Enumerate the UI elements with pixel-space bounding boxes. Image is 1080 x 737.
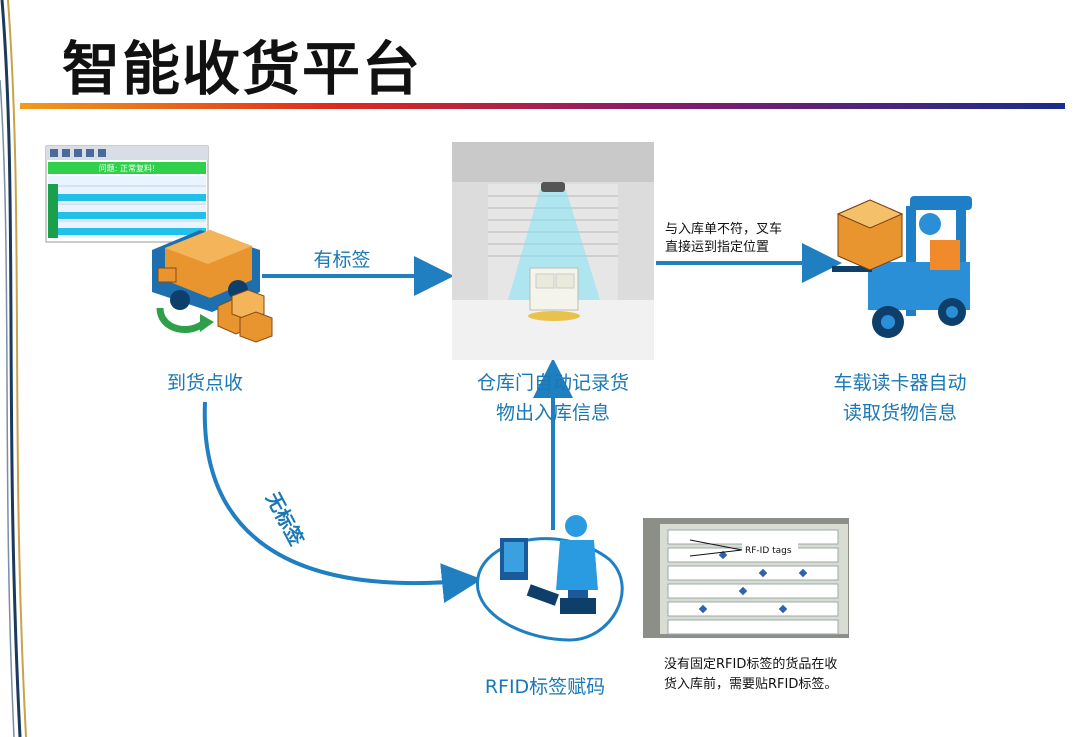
node-label-forklift-1: 车载读卡器自动 [833, 372, 967, 394]
forklift-icon [832, 196, 972, 338]
page-title: 智能收货平台 [62, 35, 423, 103]
cargo-boxes-icon [217, 289, 273, 343]
rfid-tags-photo: RF-ID tags [643, 518, 849, 638]
node-label-arrival: 到货点收 [166, 372, 243, 394]
title-divider [20, 103, 1065, 109]
node-label-forklift-2: 读取货物信息 [842, 402, 957, 424]
edge-label-with-tag: 有标签 [313, 249, 370, 271]
unload-arrow-icon [156, 307, 214, 333]
node-label-rfid: RFID标签赋码 [484, 676, 606, 698]
delivery-truck-icon [152, 230, 260, 312]
screen-banner: 问题: 正常复料! [99, 163, 155, 173]
rfid-workstation-icon [476, 515, 624, 642]
node-label-gate-2: 物出入库信息 [495, 402, 610, 424]
warehouse-gate-photo [452, 142, 654, 360]
decorative-swoosh [0, 0, 27, 737]
photo-tag-label: RF-ID tags [745, 546, 792, 556]
node-label-gate-1: 仓库门自动记录货 [476, 372, 629, 394]
edge-label-mismatch-2: 直接运到指定位置 [665, 239, 769, 255]
rfid-note-2: 货入库前，需要贴RFID标签。 [664, 677, 838, 692]
edge-label-without-tag: 无标签 [261, 488, 309, 550]
rfid-note-1: 没有固定RFID标签的货品在收 [664, 657, 838, 672]
inventory-screen: 问题: 正常复料! [45, 145, 209, 243]
edge-label-mismatch-1: 与入库单不符，叉车 [665, 221, 782, 237]
arrow-without-tag [202, 401, 482, 604]
